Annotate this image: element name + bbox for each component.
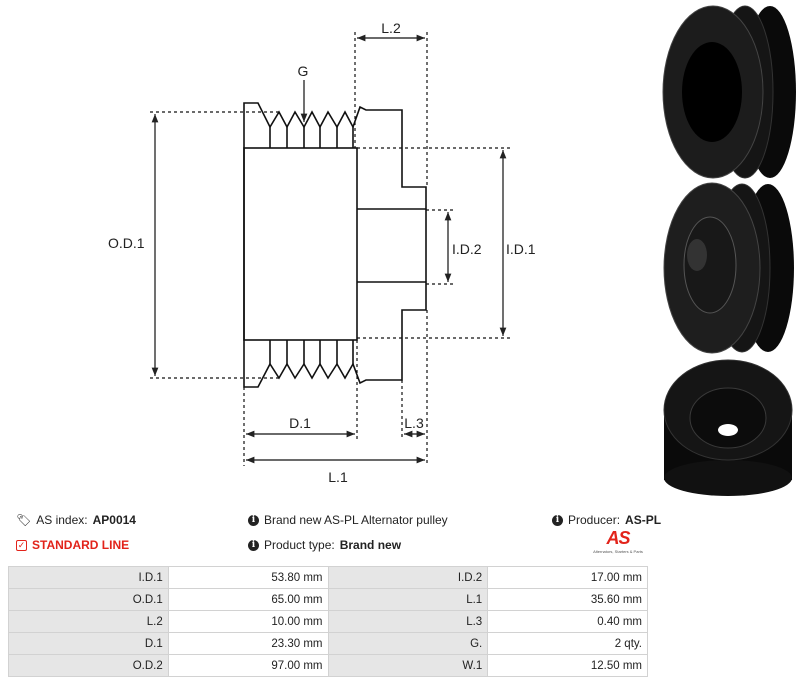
producer-value: AS-PL	[625, 513, 662, 527]
spec-value: 65.00 mm	[167, 588, 329, 611]
pulley-outline	[243, 102, 427, 388]
spec-label: L.1	[327, 588, 489, 611]
label-id2: I.D.2	[452, 241, 482, 257]
label-g: G	[298, 63, 309, 79]
line-label: STANDARD LINE	[32, 538, 130, 552]
info-icon: i	[552, 514, 563, 526]
product-type-value: Brand new	[339, 538, 402, 552]
spec-label: L.3	[327, 610, 489, 633]
description-text: Brand new AS-PL Alternator pulley	[264, 513, 448, 527]
spec-label: I.D.2	[327, 566, 489, 589]
label-l3: L.3	[404, 415, 424, 431]
producer: i Producer: AS-PL	[552, 513, 661, 527]
product-type-label: Product type:	[264, 538, 335, 552]
as-index-value: AP0014	[92, 513, 136, 527]
spec-label: D.1	[8, 632, 169, 655]
spec-value: 97.00 mm	[167, 654, 329, 677]
producer-label: Producer:	[568, 513, 621, 527]
label-l2: L.2	[381, 20, 401, 36]
as-pl-logo: AS Alternators, Starters & Parts	[583, 528, 653, 554]
description: i Brand new AS-PL Alternator pulley	[248, 513, 448, 527]
spec-label: O.D.1	[8, 588, 169, 611]
spec-value: 23.30 mm	[167, 632, 329, 655]
technical-drawing: G L.2 O.D.1 I.D.2 I.D.1 D.1 L.3 L.1	[108, 20, 536, 485]
photo-top-view	[663, 359, 793, 496]
spec-label: L.2	[8, 610, 169, 633]
label-id1: I.D.1	[506, 241, 536, 257]
logo-mark: AS	[606, 528, 630, 548]
spec-value: 10.00 mm	[167, 610, 329, 633]
spec-value: 17.00 mm	[487, 566, 648, 589]
info-icon: i	[248, 514, 259, 526]
as-index: 🏷 AS index: AP0014	[16, 513, 136, 527]
spec-value: 12.50 mm	[487, 654, 648, 677]
spec-value: 0.40 mm	[487, 610, 648, 633]
as-index-label: AS index:	[36, 513, 88, 527]
checkbox-icon: ✓	[16, 539, 27, 551]
spec-value: 2 qty.	[487, 632, 648, 655]
label-od1: O.D.1	[108, 235, 145, 251]
label-l1: L.1	[328, 469, 348, 485]
logo-tagline: Alternators, Starters & Parts	[593, 549, 643, 554]
spec-label: O.D.2	[8, 654, 169, 677]
spec-label: I.D.1	[8, 566, 169, 589]
spec-value: 53.80 mm	[167, 566, 329, 589]
label-d1: D.1	[289, 415, 311, 431]
product-line: ✓ STANDARD LINE	[16, 538, 129, 552]
spec-label: G.	[327, 632, 489, 655]
product-type: i Product type: Brand new	[248, 538, 401, 552]
info-icon: i	[248, 539, 259, 551]
dimension-lines	[151, 34, 507, 464]
spec-label: W.1	[327, 654, 489, 677]
photo-side-view	[662, 5, 796, 179]
spec-value: 35.60 mm	[487, 588, 648, 611]
photo-front-view	[663, 182, 794, 354]
product-photos	[662, 5, 796, 496]
extension-lines	[150, 32, 510, 466]
tags-icon: 🏷	[16, 513, 32, 527]
